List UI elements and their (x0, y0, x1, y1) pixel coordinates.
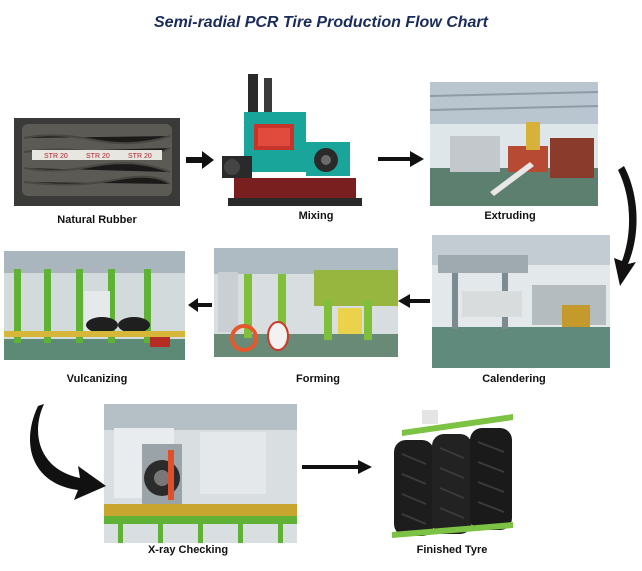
forming-machine-photo (214, 248, 398, 357)
step-label-extruding: Extruding (484, 210, 536, 222)
step-label-vulcanizing: Vulcanizing (66, 373, 128, 385)
arrow-left-icon (398, 294, 430, 308)
bale-stamp-text: STR 20 (86, 153, 110, 160)
vulcanizing-press-photo (4, 251, 185, 360)
arrow-left-icon (188, 298, 212, 312)
bale-stamp-text: STR 20 (128, 153, 152, 160)
step-label-natural-rubber: Natural Rubber (57, 214, 137, 226)
step-label-mixing: Mixing (298, 210, 334, 222)
step-label-x-ray-checking: X-ray Checking (147, 544, 229, 556)
curved-arrow-down-icon (610, 166, 640, 286)
mixing-machine-photo (218, 72, 364, 210)
natural-rubber-photo: STR 20 STR 20 STR 20 (14, 118, 180, 206)
arrow-right-icon (302, 460, 372, 474)
calendering-line-photo (432, 235, 610, 368)
chart-title: Semi-radial PCR Tire Production Flow Cha… (154, 14, 488, 31)
step-label-forming: Forming (296, 373, 340, 385)
extruding-line-photo (430, 82, 598, 206)
arrow-right-icon (378, 151, 424, 167)
step-label-finished-tyre: Finished Tyre (416, 544, 488, 556)
curved-arrow-right-icon (30, 404, 106, 500)
step-label-calendering: Calendering (482, 373, 546, 385)
finished-tyre-photo (392, 404, 513, 543)
arrow-right-icon (186, 151, 214, 169)
x-ray-checking-photo (104, 404, 297, 543)
bale-stamp-text: STR 20 (44, 153, 68, 160)
